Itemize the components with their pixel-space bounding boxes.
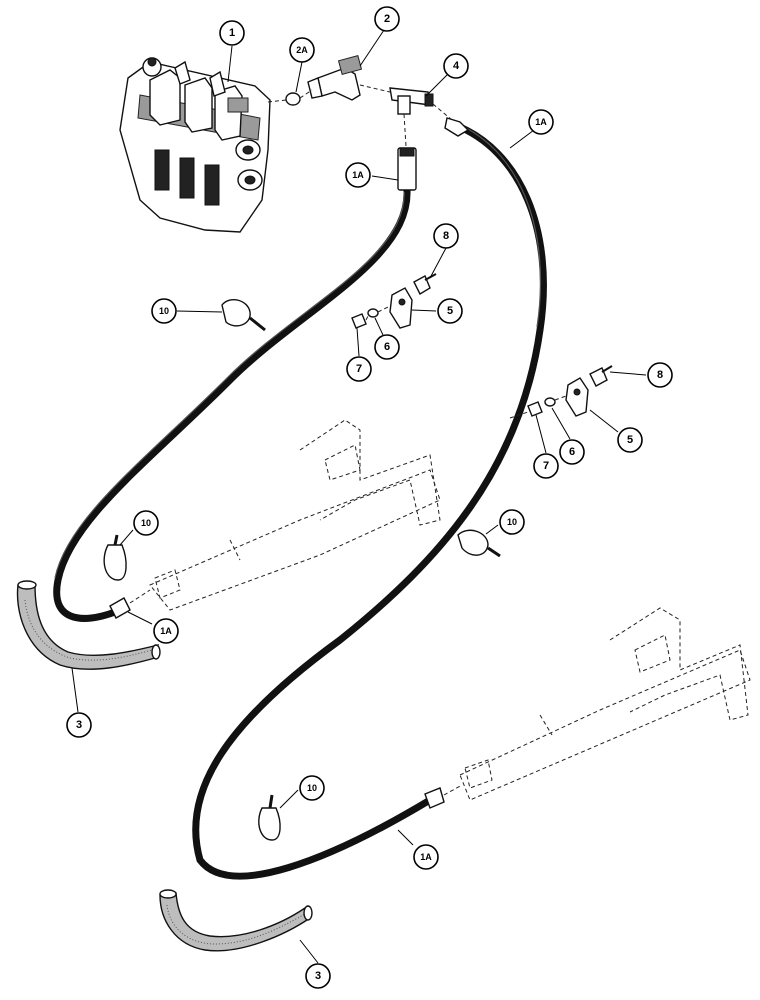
hose-strap-middle-right	[457, 529, 501, 558]
svg-text:10: 10	[507, 517, 517, 527]
hose-left-upper	[53, 147, 417, 622]
callout-5-upper: 5	[437, 298, 463, 324]
callout-1a-middle: 1A	[153, 618, 179, 644]
svg-text:10: 10	[307, 783, 317, 793]
callout-3-upper: 3	[66, 712, 92, 738]
svg-text:5: 5	[627, 434, 633, 446]
callout-1a-top-right: 1A	[528, 109, 554, 135]
svg-text:10: 10	[159, 306, 169, 316]
cylinder-upper	[149, 419, 441, 611]
svg-text:7: 7	[543, 460, 549, 472]
svg-text:5: 5	[447, 305, 453, 317]
callout-6-lower: 6	[559, 439, 585, 465]
tee-fitting	[389, 87, 434, 115]
svg-text:1A: 1A	[352, 170, 364, 180]
svg-text:2A: 2A	[296, 45, 308, 55]
callout-8-upper: 8	[433, 223, 459, 249]
hose-strap-lower	[258, 794, 281, 841]
callout-4: 4	[443, 53, 469, 79]
callout-10-lower: 10	[299, 775, 325, 801]
sleeve-upper	[16, 580, 161, 670]
callout-8-lower: 8	[647, 362, 673, 388]
callout-10-middle-right: 10	[499, 509, 525, 535]
hose-strap-upper	[221, 298, 266, 332]
svg-text:8: 8	[443, 230, 449, 242]
hose-strap-middle-left	[103, 534, 127, 581]
o-ring	[285, 92, 301, 106]
callout-6-upper: 6	[374, 334, 400, 360]
callout-7-upper: 7	[346, 356, 372, 382]
hose-long	[192, 117, 547, 880]
svg-text:6: 6	[384, 341, 390, 353]
svg-text:1: 1	[229, 27, 235, 39]
clamp-set-lower	[527, 365, 613, 417]
callout-2: 2	[374, 6, 400, 32]
svg-text:2: 2	[384, 13, 390, 25]
svg-text:3: 3	[315, 970, 321, 982]
clamp-set-upper	[351, 273, 437, 329]
svg-text:4: 4	[453, 60, 460, 72]
callout-1a-top-left: 1A	[345, 162, 371, 188]
control-valve	[119, 57, 271, 233]
callout-1a-lower: 1A	[413, 844, 439, 870]
elbow-fitting	[307, 55, 363, 101]
sleeve-lower	[159, 889, 313, 952]
svg-text:1A: 1A	[420, 852, 432, 862]
callout-7-lower: 7	[533, 453, 559, 479]
svg-text:1A: 1A	[535, 117, 547, 127]
callout-10-upper: 10	[151, 298, 177, 324]
svg-text:10: 10	[141, 518, 151, 528]
svg-text:7: 7	[356, 363, 362, 375]
svg-text:1A: 1A	[160, 626, 172, 636]
cylinder-lower	[459, 607, 751, 801]
callout-10-middle-left: 10	[133, 510, 159, 536]
svg-text:8: 8	[657, 369, 663, 381]
callout-2a: 2A	[289, 37, 315, 63]
svg-text:6: 6	[569, 446, 575, 458]
callout-1: 1	[219, 20, 245, 46]
callout-3-lower: 3	[305, 963, 331, 989]
callout-5-lower: 5	[617, 427, 643, 453]
svg-text:3: 3	[76, 719, 82, 731]
leader-lines	[71, 29, 647, 964]
